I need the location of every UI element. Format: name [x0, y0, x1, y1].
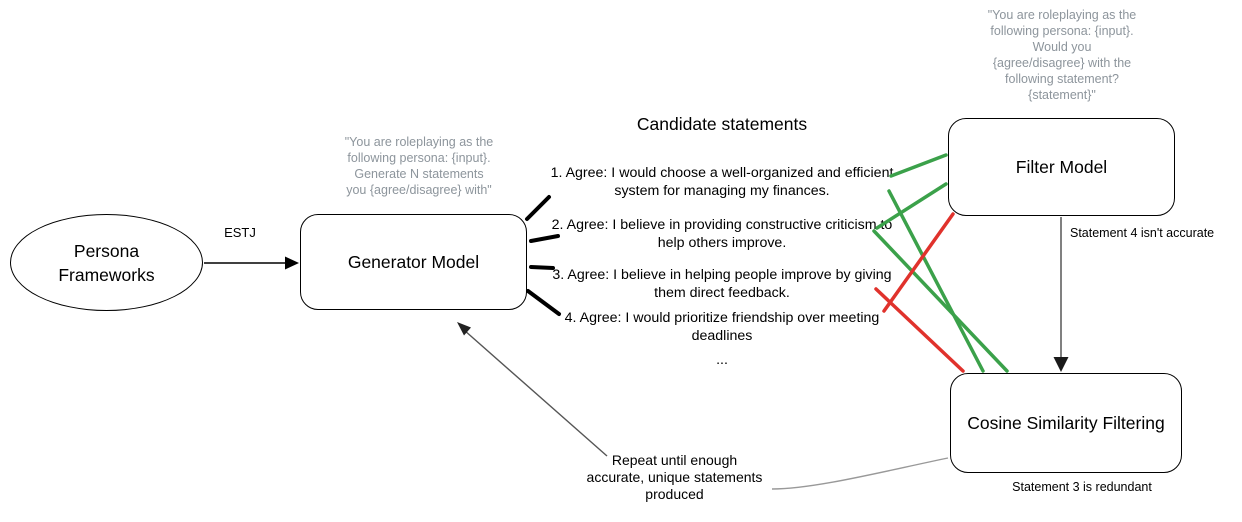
cosine-similarity-label: Cosine Similarity Filtering — [967, 413, 1165, 433]
repeat-note: Repeat until enough accurate, unique sta… — [567, 452, 782, 503]
persona-frameworks-label: Persona Frameworks — [58, 240, 155, 285]
cosine-similarity-node: Cosine Similarity Filtering — [950, 373, 1182, 473]
statement4-note: Statement 4 isn't accurate — [1070, 226, 1215, 240]
statement3-note: Statement 3 is redundant — [1012, 480, 1152, 494]
statements-ellipsis: ... — [716, 352, 728, 368]
repeat-arrowhead-icon — [457, 322, 471, 336]
filter-prompt-text: "You are roleplaying as the following pe… — [952, 7, 1172, 103]
generator-prompt-text: "You are roleplaying as the following pe… — [309, 134, 529, 198]
repeat-arrow-line — [463, 329, 608, 457]
accept-line-stmt1-filter — [889, 153, 948, 178]
generator-model-label: Generator Model — [347, 252, 480, 272]
filter-prompt-line: "You are roleplaying as the — [987, 8, 1137, 22]
generator-tick-1 — [525, 195, 551, 221]
filter-to-cosine-arrowhead-icon — [1053, 357, 1069, 372]
statement-item-4: 4. Agree: I would prioritize friendship … — [564, 310, 880, 344]
statement-item-2: 2. Agree: I believe in providing constru… — [551, 217, 893, 251]
filter-model-node: Filter Model — [948, 118, 1175, 216]
filter-prompt-line: {statement}" — [1028, 88, 1096, 102]
repeat-note-line: Repeat until enough — [611, 452, 738, 468]
filter-model-label: Filter Model — [1015, 157, 1108, 177]
statement-item-3: 3. Agree: I believe in helping people im… — [552, 267, 892, 301]
accept-line-stmt1-cosine — [887, 189, 985, 373]
filter-prompt-line: {agree/disagree} with the — [992, 56, 1132, 70]
generator-prompt-line: you {agree/disagree} with" — [346, 183, 492, 197]
persona-frameworks-node: Persona Frameworks — [10, 214, 203, 311]
cosine-to-repeat-curve — [771, 457, 949, 490]
filter-prompt-line: following persona: {input}. — [990, 24, 1134, 38]
statement-item-1: 1. Agree: I would choose a well-organize… — [550, 165, 894, 199]
generator-model-node: Generator Model — [300, 214, 527, 310]
generator-prompt-line: following persona: {input}. — [347, 151, 491, 165]
generator-prompt-line: Generate N statements — [354, 167, 484, 181]
repeat-note-line: accurate, unique statements — [586, 469, 763, 485]
generator-prompt-line: "You are roleplaying as the — [344, 135, 494, 149]
candidate-statements-heading: Candidate statements — [636, 114, 808, 134]
estj-arrowhead-icon — [285, 256, 299, 270]
filter-prompt-line: following statement? — [1005, 72, 1119, 86]
repeat-note-line: produced — [645, 486, 704, 502]
filter-prompt-line: Would you — [1032, 40, 1092, 54]
estj-label: ESTJ — [224, 225, 256, 240]
